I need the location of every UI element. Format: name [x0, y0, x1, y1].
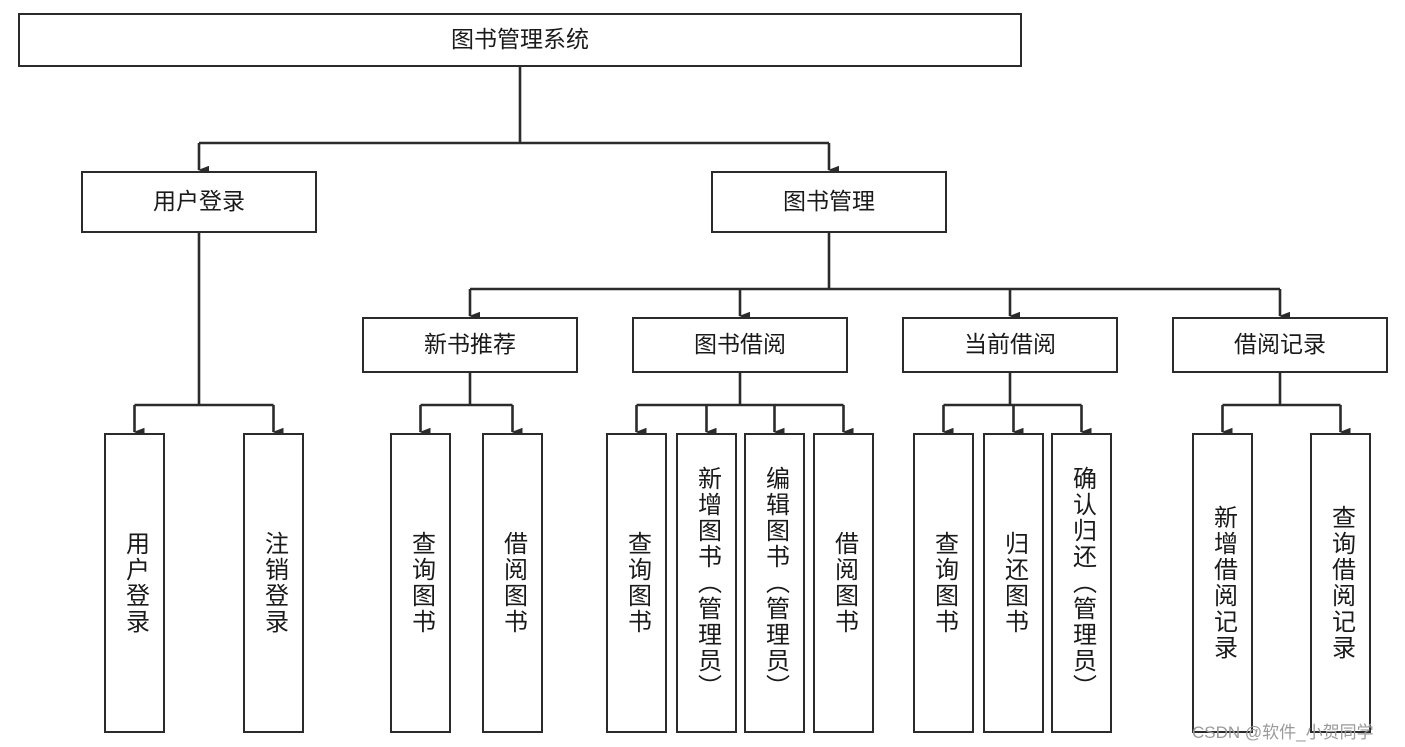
- node-current-borrow-label: 当前借阅: [964, 331, 1056, 358]
- node-borrow-record-label: 借阅记录: [1234, 331, 1326, 358]
- node-book-borrow-label: 图书借阅: [694, 331, 786, 358]
- node-add-borrow-record[interactable]: 新增借阅记录: [1192, 433, 1253, 733]
- node-edit-book-admin[interactable]: 编辑图书（管理员）: [744, 433, 805, 733]
- node-new-book-recommend[interactable]: 新书推荐: [362, 317, 578, 373]
- node-return-book-label: 归还图书: [1000, 531, 1028, 635]
- node-edit-book-admin-label: 编辑图书（管理员）: [761, 466, 789, 700]
- node-confirm-return-admin-label: 确认归还（管理员）: [1068, 466, 1096, 700]
- node-query-book-label: 查询图书: [623, 531, 651, 635]
- node-logout[interactable]: 注销登录: [243, 433, 304, 733]
- node-confirm-return-admin[interactable]: 确认归还（管理员）: [1051, 433, 1112, 733]
- node-borrow-book[interactable]: 借阅图书: [813, 433, 874, 733]
- node-add-book-admin[interactable]: 新增图书（管理员）: [676, 433, 737, 733]
- node-borrow-book-recommend-label: 借阅图书: [499, 531, 527, 635]
- node-query-borrow-record-label: 查询借阅记录: [1327, 505, 1355, 661]
- node-query-book-current-label: 查询图书: [930, 531, 958, 635]
- node-borrow-book-recommend[interactable]: 借阅图书: [482, 433, 543, 733]
- node-user-login-module[interactable]: 用户登录: [81, 171, 317, 233]
- node-new-book-recommend-label: 新书推荐: [424, 331, 516, 358]
- node-root[interactable]: 图书管理系统: [18, 13, 1022, 67]
- node-current-borrow[interactable]: 当前借阅: [902, 317, 1118, 373]
- node-book-management-module[interactable]: 图书管理: [711, 171, 947, 233]
- node-book-borrow[interactable]: 图书借阅: [632, 317, 848, 373]
- node-borrow-book-label: 借阅图书: [830, 531, 858, 635]
- node-user-login-action-label: 用户登录: [121, 531, 149, 635]
- watermark: CSDN @软件_小贺同学: [1192, 723, 1374, 742]
- node-user-login-action[interactable]: 用户登录: [104, 433, 165, 733]
- node-book-management-module-label: 图书管理: [783, 188, 875, 215]
- node-query-book-recommend[interactable]: 查询图书: [390, 433, 451, 733]
- node-query-book[interactable]: 查询图书: [606, 433, 667, 733]
- node-add-borrow-record-label: 新增借阅记录: [1209, 505, 1237, 661]
- node-query-book-recommend-label: 查询图书: [407, 531, 435, 635]
- node-root-label: 图书管理系统: [451, 26, 589, 53]
- node-borrow-record[interactable]: 借阅记录: [1172, 317, 1388, 373]
- node-logout-label: 注销登录: [260, 531, 288, 635]
- node-add-book-admin-label: 新增图书（管理员）: [693, 466, 721, 700]
- node-user-login-module-label: 用户登录: [153, 188, 245, 215]
- node-query-book-current[interactable]: 查询图书: [913, 433, 974, 733]
- node-query-borrow-record[interactable]: 查询借阅记录: [1310, 433, 1371, 733]
- node-return-book[interactable]: 归还图书: [983, 433, 1044, 733]
